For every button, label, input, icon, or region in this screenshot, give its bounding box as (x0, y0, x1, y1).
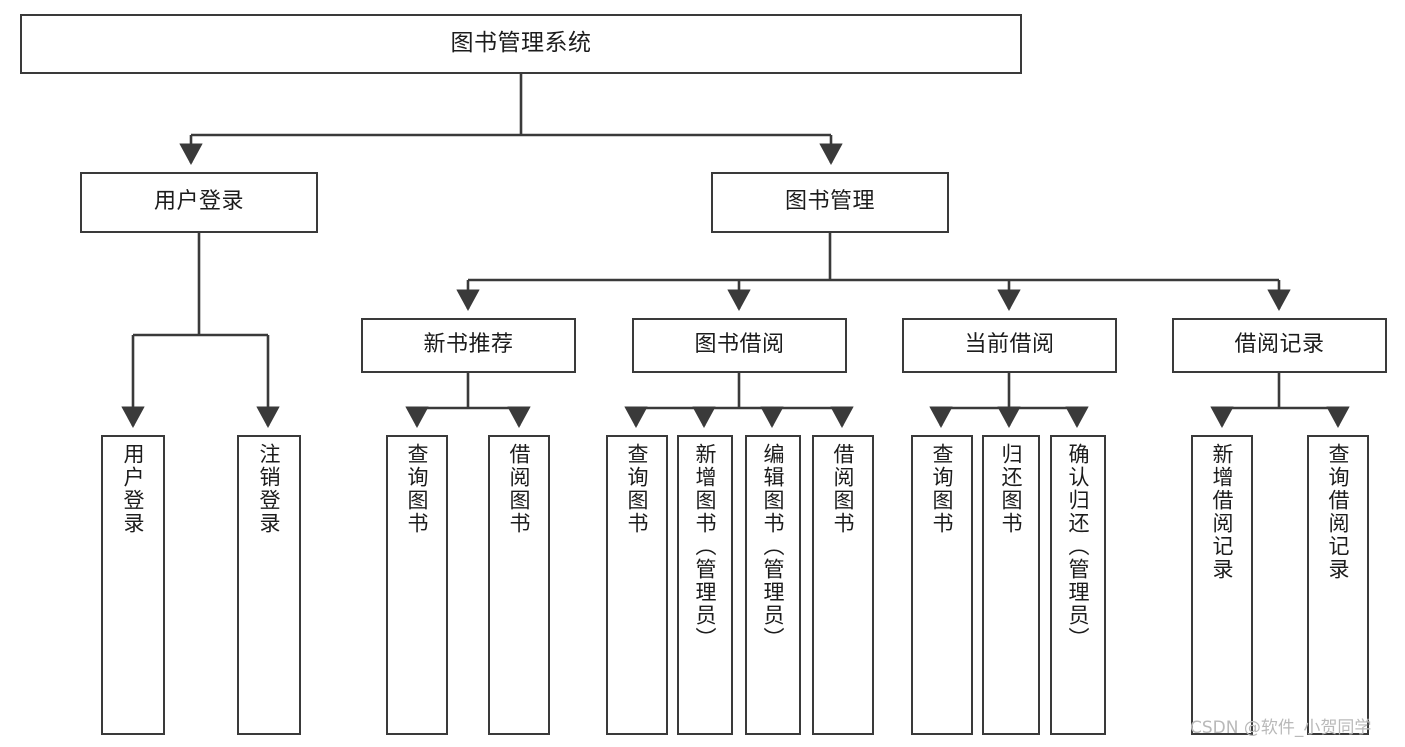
node-user-login-label: 用户登录 (153, 189, 244, 215)
node-leaf-edit-book-label: 编辑图书（管理员） (761, 443, 786, 650)
node-leaf-query-book-1[interactable]: 查询图书 (386, 435, 448, 735)
node-leaf-add-record[interactable]: 新增借阅记录 (1191, 435, 1253, 735)
node-leaf-query-record-label: 查询借阅记录 (1326, 443, 1351, 581)
node-leaf-logout-login-label: 注销登录 (257, 443, 282, 535)
node-leaf-user-login[interactable]: 用户登录 (101, 435, 165, 735)
node-leaf-add-book-label: 新增图书（管理员） (693, 443, 718, 650)
node-leaf-borrow-book-1[interactable]: 借阅图书 (488, 435, 550, 735)
node-book-manage[interactable]: 图书管理 (711, 172, 949, 233)
node-leaf-query-book-2[interactable]: 查询图书 (606, 435, 668, 735)
node-new-book-rec-label: 新书推荐 (423, 332, 514, 358)
node-new-book-rec[interactable]: 新书推荐 (361, 318, 576, 373)
node-leaf-query-book-3-label: 查询图书 (930, 443, 955, 535)
node-book-borrow[interactable]: 图书借阅 (632, 318, 847, 373)
csdn-watermark: CSDN @软件_小贺同学 (1190, 718, 1372, 738)
node-current-borrow-label: 当前借阅 (964, 332, 1055, 358)
node-leaf-query-book-3[interactable]: 查询图书 (911, 435, 973, 735)
node-root[interactable]: 图书管理系统 (20, 14, 1022, 74)
node-leaf-borrow-book-1-label: 借阅图书 (507, 443, 532, 535)
node-leaf-borrow-book-2-label: 借阅图书 (831, 443, 856, 535)
node-current-borrow[interactable]: 当前借阅 (902, 318, 1117, 373)
node-borrow-record[interactable]: 借阅记录 (1172, 318, 1387, 373)
node-leaf-query-record[interactable]: 查询借阅记录 (1307, 435, 1369, 735)
node-book-borrow-label: 图书借阅 (694, 332, 785, 358)
node-leaf-confirm-return[interactable]: 确认归还（管理员） (1050, 435, 1106, 735)
node-leaf-query-book-2-label: 查询图书 (625, 443, 650, 535)
node-leaf-edit-book[interactable]: 编辑图书（管理员） (745, 435, 801, 735)
node-leaf-return-book[interactable]: 归还图书 (982, 435, 1040, 735)
node-user-login[interactable]: 用户登录 (80, 172, 318, 233)
node-leaf-borrow-book-2[interactable]: 借阅图书 (812, 435, 874, 735)
node-leaf-add-book[interactable]: 新增图书（管理员） (677, 435, 733, 735)
node-leaf-query-book-1-label: 查询图书 (405, 443, 430, 535)
node-leaf-confirm-return-label: 确认归还（管理员） (1066, 443, 1091, 650)
node-book-manage-label: 图书管理 (784, 189, 875, 215)
node-leaf-add-record-label: 新增借阅记录 (1210, 443, 1235, 581)
node-leaf-logout-login[interactable]: 注销登录 (237, 435, 301, 735)
node-borrow-record-label: 借阅记录 (1234, 332, 1325, 358)
node-root-label: 图书管理系统 (450, 30, 592, 57)
node-leaf-user-login-label: 用户登录 (121, 443, 146, 535)
node-leaf-return-book-label: 归还图书 (999, 443, 1024, 535)
